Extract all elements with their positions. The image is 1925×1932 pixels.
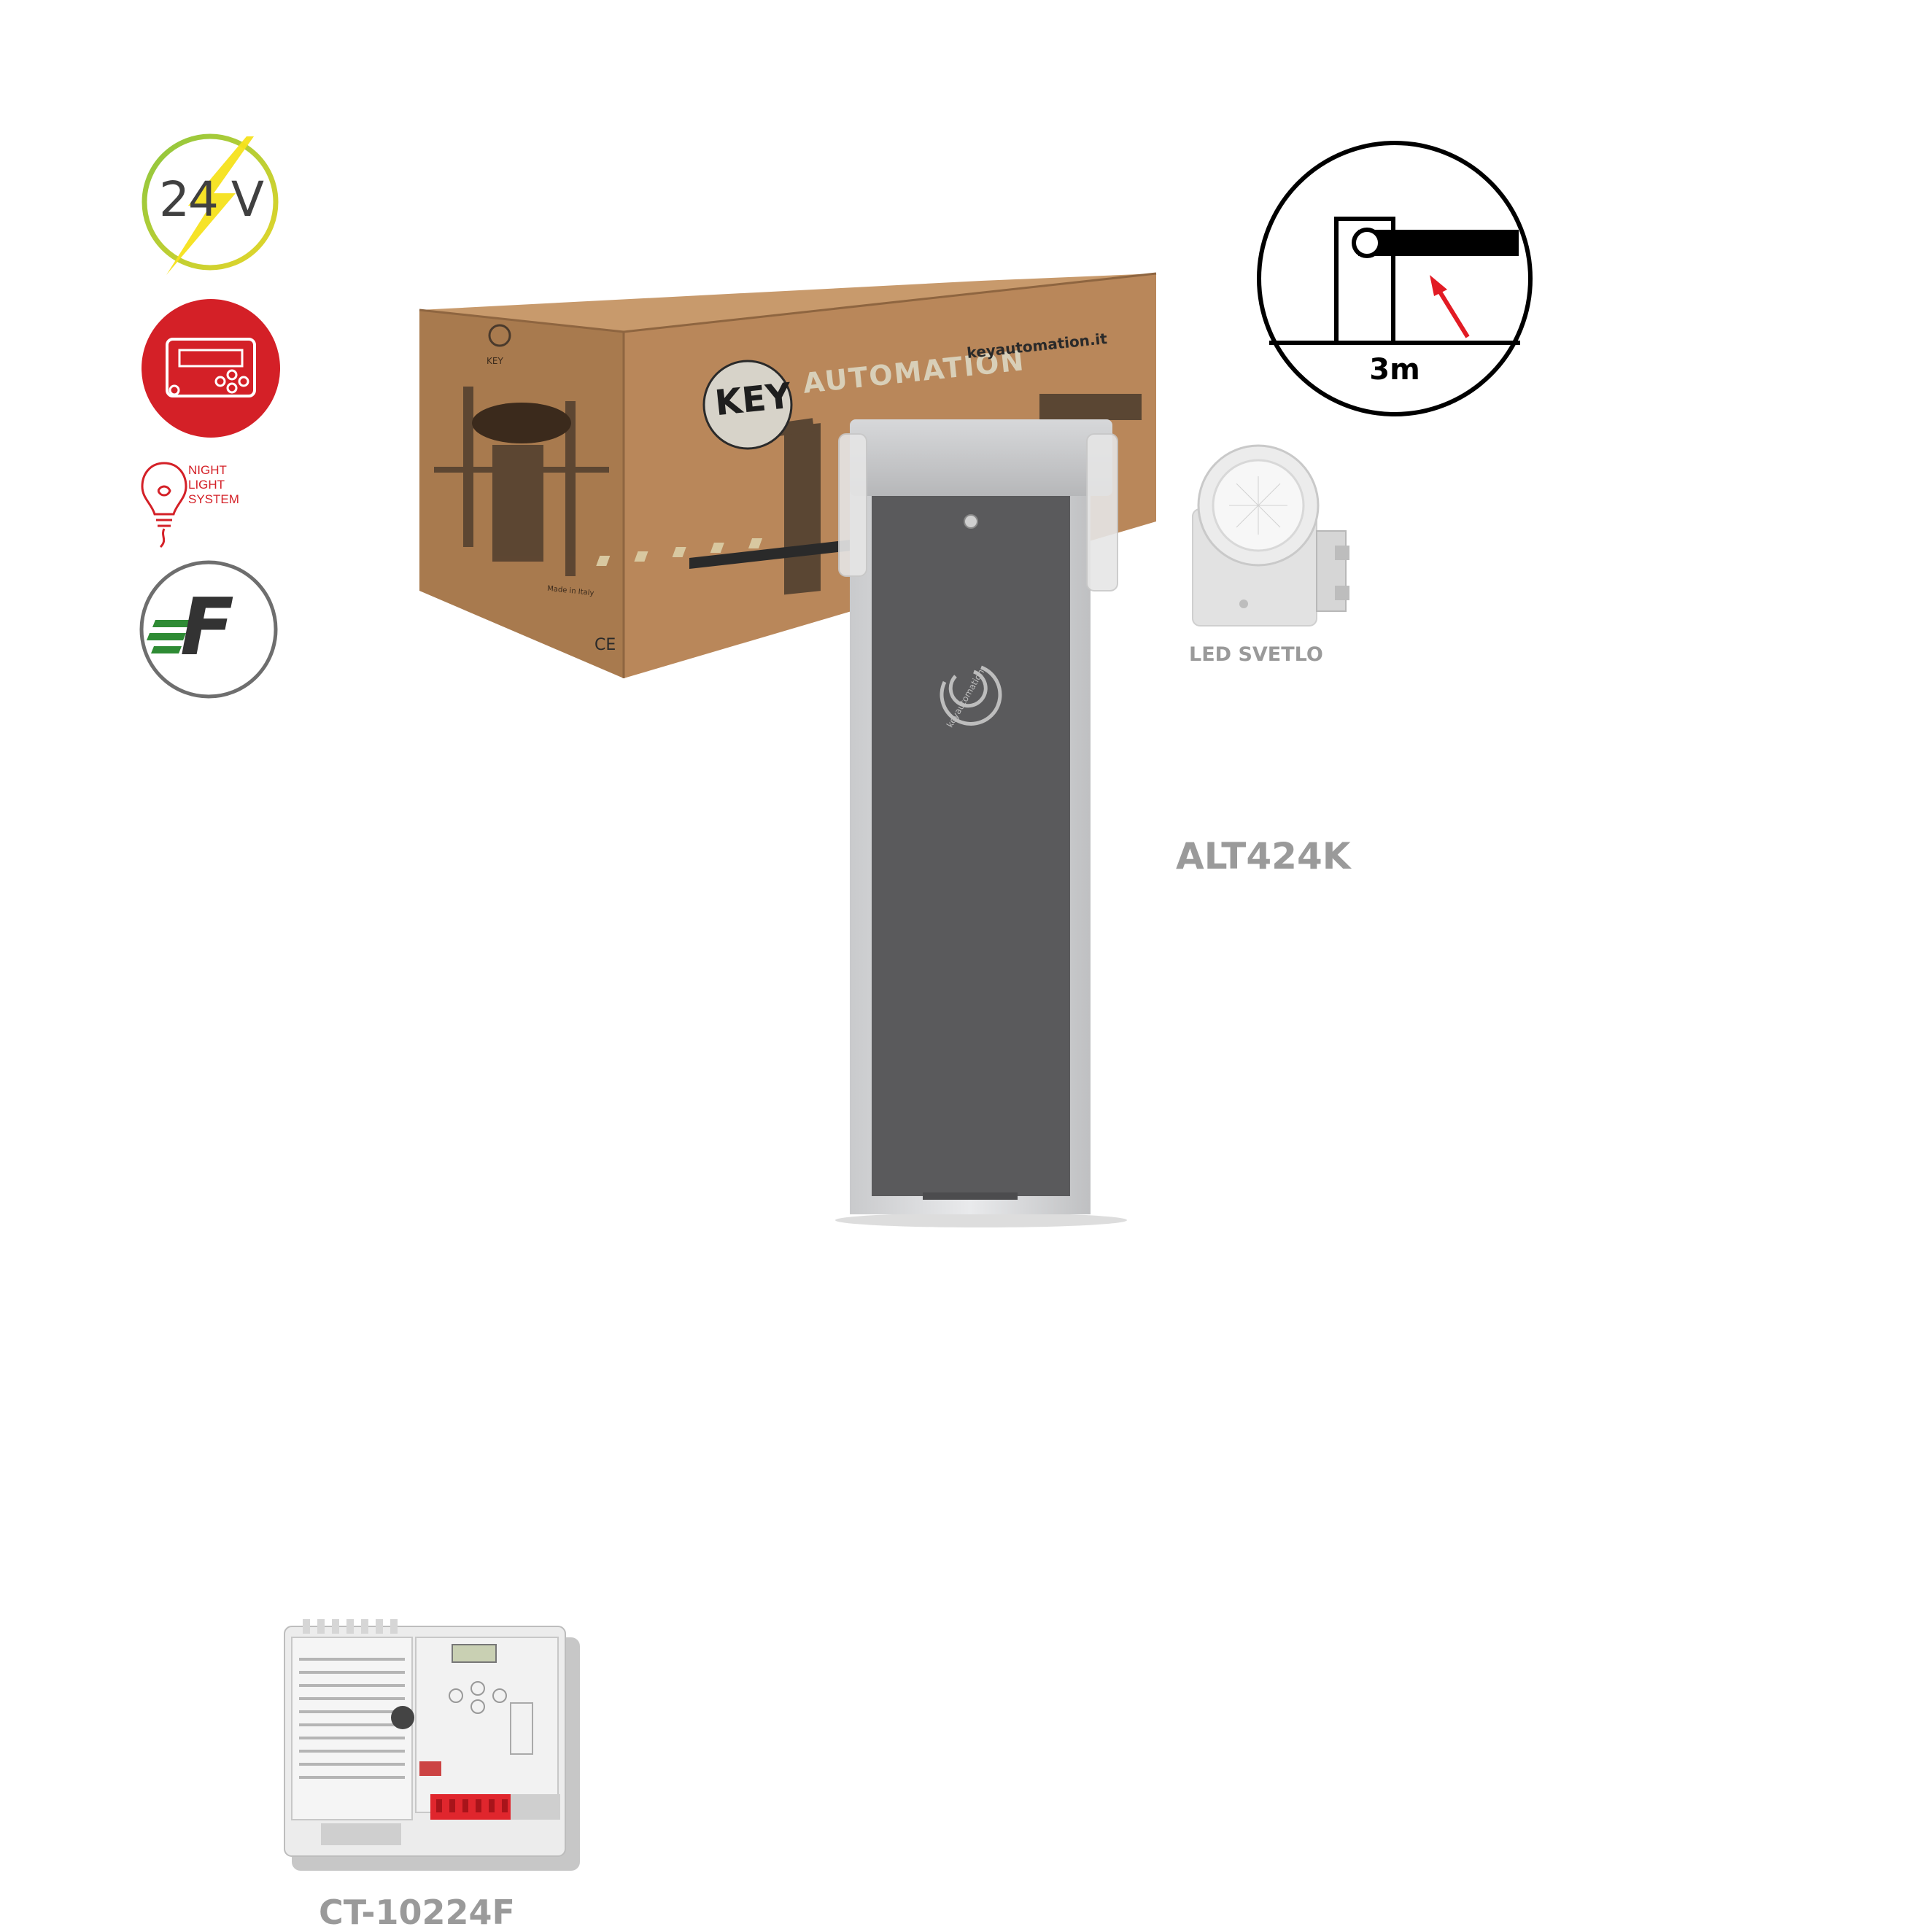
controller-lcd <box>452 1644 497 1663</box>
controller-dip-switch <box>419 1761 441 1776</box>
cabinet-lock <box>964 514 978 529</box>
keyautomation-logo-icon <box>940 665 1002 726</box>
arm-pivot-icon <box>1352 228 1382 258</box>
controller-model-label: CT-10224F <box>319 1893 515 1932</box>
barrier-model-label: ALT424K <box>1176 835 1351 877</box>
control-panel-badge <box>142 299 280 438</box>
box-panel-logo: KEY <box>487 356 503 366</box>
lightning-icon <box>166 136 254 275</box>
box-brand-key: KEY <box>713 375 794 424</box>
night-light-system-badge: NIGHT LIGHT SYSTEM <box>139 456 270 551</box>
controller-board <box>277 1615 584 1874</box>
system-label: SYSTEM <box>188 492 239 506</box>
cabinet-front-panel <box>872 496 1070 1196</box>
led-light-label: LED SVETLO <box>1189 643 1323 666</box>
fast-letter: F <box>180 582 234 673</box>
box-handle-hole <box>472 403 571 443</box>
voltage-text: 24 V <box>158 171 264 228</box>
voltage-24v-badge: 24 V <box>137 129 283 275</box>
display-panel-icon <box>166 338 256 397</box>
key-logo-circle <box>702 360 793 450</box>
beam-length-diagram: 3m <box>1256 140 1533 417</box>
light-label: LIGHT <box>188 478 225 492</box>
fast-f-badge: F <box>139 560 278 699</box>
night-label: NIGHT <box>188 463 227 477</box>
red-arrow-icon <box>1430 275 1470 338</box>
controller-knob <box>391 1706 414 1729</box>
beam-length-label: 3m <box>1369 353 1420 387</box>
controller-terminal-block <box>430 1794 511 1820</box>
box-ce-mark: CE <box>594 636 616 654</box>
barrier-cabinet: keyautomation <box>835 419 1127 1229</box>
speed-lines-icon <box>147 620 190 653</box>
led-light-product <box>1189 443 1357 633</box>
light-bulb-icon <box>141 462 187 548</box>
